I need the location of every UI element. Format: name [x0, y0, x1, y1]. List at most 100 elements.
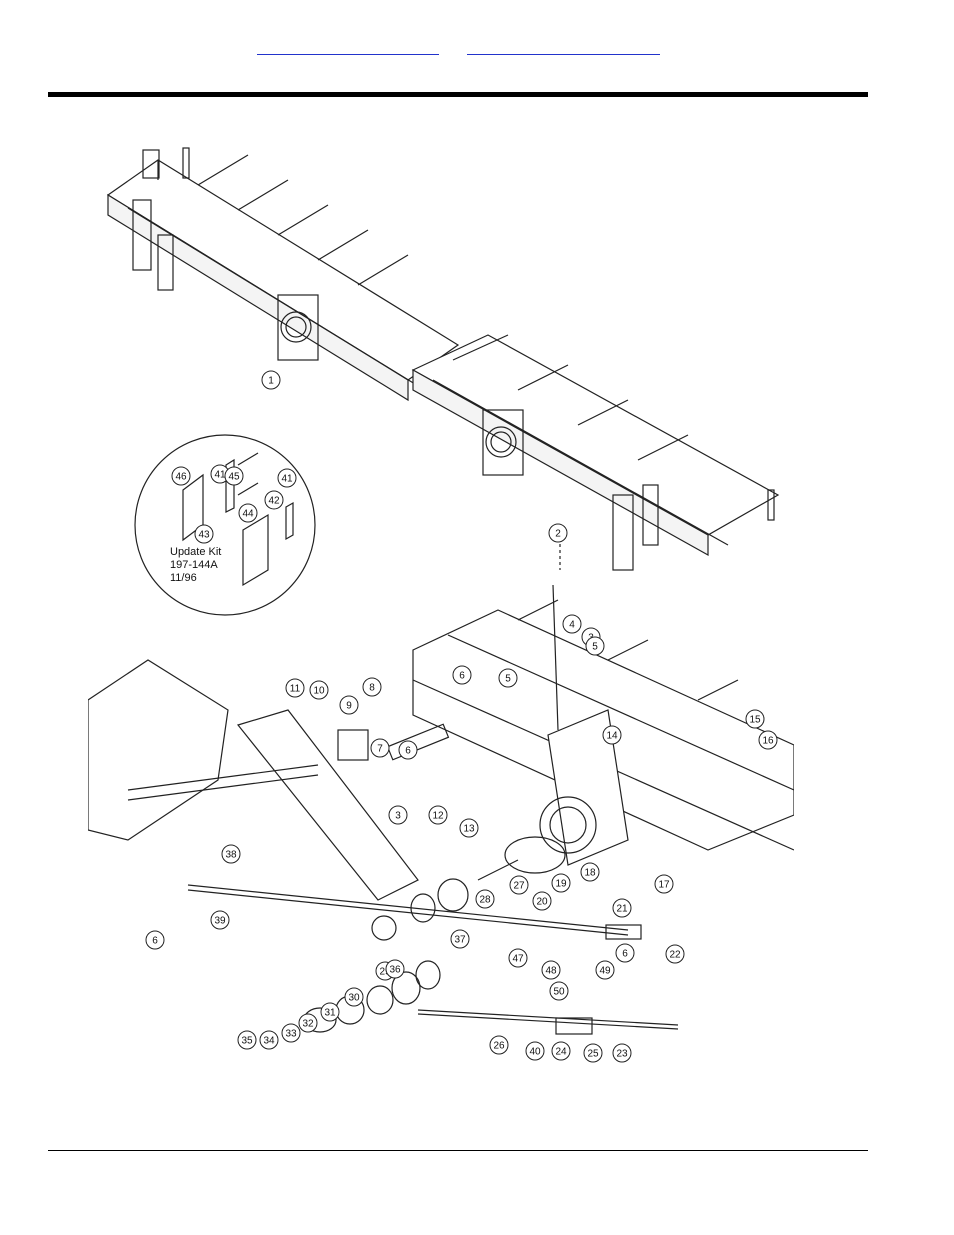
callout-number: 44	[242, 509, 254, 520]
callout-8: 8	[362, 677, 382, 697]
callout-5: 5	[498, 668, 518, 688]
callout-number: 28	[479, 895, 491, 906]
callout-26: 26	[489, 1035, 509, 1055]
callout-45: 45	[224, 466, 244, 486]
callout-5: 5	[585, 636, 605, 656]
callout-number: 48	[545, 966, 557, 977]
callout-35: 35	[237, 1030, 257, 1050]
callout-balloon	[549, 981, 569, 1001]
callout-36: 36	[385, 959, 405, 979]
callout-balloon	[654, 874, 674, 894]
callout-6: 6	[452, 665, 472, 685]
callout-number: 12	[432, 811, 444, 822]
callout-number: 36	[389, 965, 401, 976]
callout-number: 46	[175, 472, 187, 483]
header-link-right[interactable]	[467, 40, 660, 55]
callout-49: 49	[595, 960, 615, 980]
callout-balloon	[309, 680, 329, 700]
callout-number: 24	[555, 1047, 567, 1058]
callout-number: 6	[405, 746, 411, 757]
callout-13: 13	[459, 818, 479, 838]
callout-47: 47	[508, 948, 528, 968]
callout-balloon	[551, 1041, 571, 1061]
callout-48: 48	[541, 960, 561, 980]
callout-balloon	[224, 466, 244, 486]
callout-16: 16	[758, 730, 778, 750]
callout-balloon	[145, 930, 165, 950]
callout-balloon	[221, 844, 241, 864]
update-kit-inset	[134, 434, 316, 616]
callout-balloon	[385, 959, 405, 979]
header-link-left[interactable]	[257, 40, 439, 55]
callout-balloon	[388, 805, 408, 825]
callout-balloon	[548, 523, 568, 543]
callout-balloon	[398, 740, 418, 760]
callout-balloon	[541, 960, 561, 980]
callout-number: 30	[348, 993, 360, 1004]
callout-balloon	[264, 490, 284, 510]
callout-number: 32	[302, 1019, 314, 1030]
callout-number: 23	[616, 1049, 628, 1060]
callout-number: 31	[324, 1008, 336, 1019]
callout-number: 25	[587, 1049, 599, 1060]
callout-number: 26	[493, 1041, 505, 1052]
callout-number: 34	[263, 1036, 275, 1047]
callout-balloon	[261, 370, 281, 390]
callout-6: 6	[398, 740, 418, 760]
callout-balloon	[612, 1043, 632, 1063]
callout-number: 20	[536, 897, 548, 908]
callout-41: 41	[277, 468, 297, 488]
callout-number: 43	[198, 530, 210, 541]
callout-number: 27	[513, 881, 525, 892]
callout-balloon	[595, 960, 615, 980]
callout-number: 37	[454, 935, 466, 946]
callout-6: 6	[145, 930, 165, 950]
callout-number: 6	[459, 671, 465, 682]
callout-number: 1	[268, 376, 274, 387]
callout-14: 14	[602, 725, 622, 745]
callout-25: 25	[583, 1043, 603, 1063]
callout-30: 30	[344, 987, 364, 1007]
callout-37: 37	[450, 929, 470, 949]
callout-number: 45	[228, 472, 240, 483]
callout-number: 15	[749, 715, 761, 726]
callout-balloon	[450, 929, 470, 949]
callout-31: 31	[320, 1002, 340, 1022]
callout-50: 50	[549, 981, 569, 1001]
callout-balloon	[602, 725, 622, 745]
callout-4: 4	[562, 614, 582, 634]
callout-number: 11	[290, 684, 301, 695]
callout-number: 2	[555, 529, 561, 540]
callout-balloon	[508, 948, 528, 968]
callout-28: 28	[475, 889, 495, 909]
callout-balloon	[370, 738, 390, 758]
callout-number: 19	[555, 879, 567, 890]
callout-number: 21	[616, 904, 628, 915]
callout-number: 38	[225, 850, 237, 861]
callout-balloon	[339, 695, 359, 715]
upper-frame	[106, 147, 780, 571]
callout-balloon	[585, 636, 605, 656]
callout-number: 35	[241, 1036, 253, 1047]
callout-1: 1	[261, 370, 281, 390]
callout-39: 39	[210, 910, 230, 930]
callout-43: 43	[194, 524, 214, 544]
callout-11: 11	[285, 678, 305, 698]
callout-balloon	[259, 1030, 279, 1050]
callout-number: 13	[463, 824, 475, 835]
callout-balloon	[665, 944, 685, 964]
callout-27: 27	[509, 875, 529, 895]
callout-number: 22	[669, 950, 681, 961]
callout-number: 9	[346, 701, 352, 712]
callout-number: 41	[281, 474, 293, 485]
callout-balloon	[238, 503, 258, 523]
callout-9: 9	[339, 695, 359, 715]
callout-balloon	[210, 910, 230, 930]
callout-number: 8	[369, 683, 375, 694]
callout-number: 14	[606, 731, 618, 742]
footer-rule	[48, 1150, 868, 1151]
callout-number: 16	[762, 736, 774, 747]
callout-balloon	[452, 665, 472, 685]
callout-17: 17	[654, 874, 674, 894]
callout-number: 3	[395, 811, 401, 822]
